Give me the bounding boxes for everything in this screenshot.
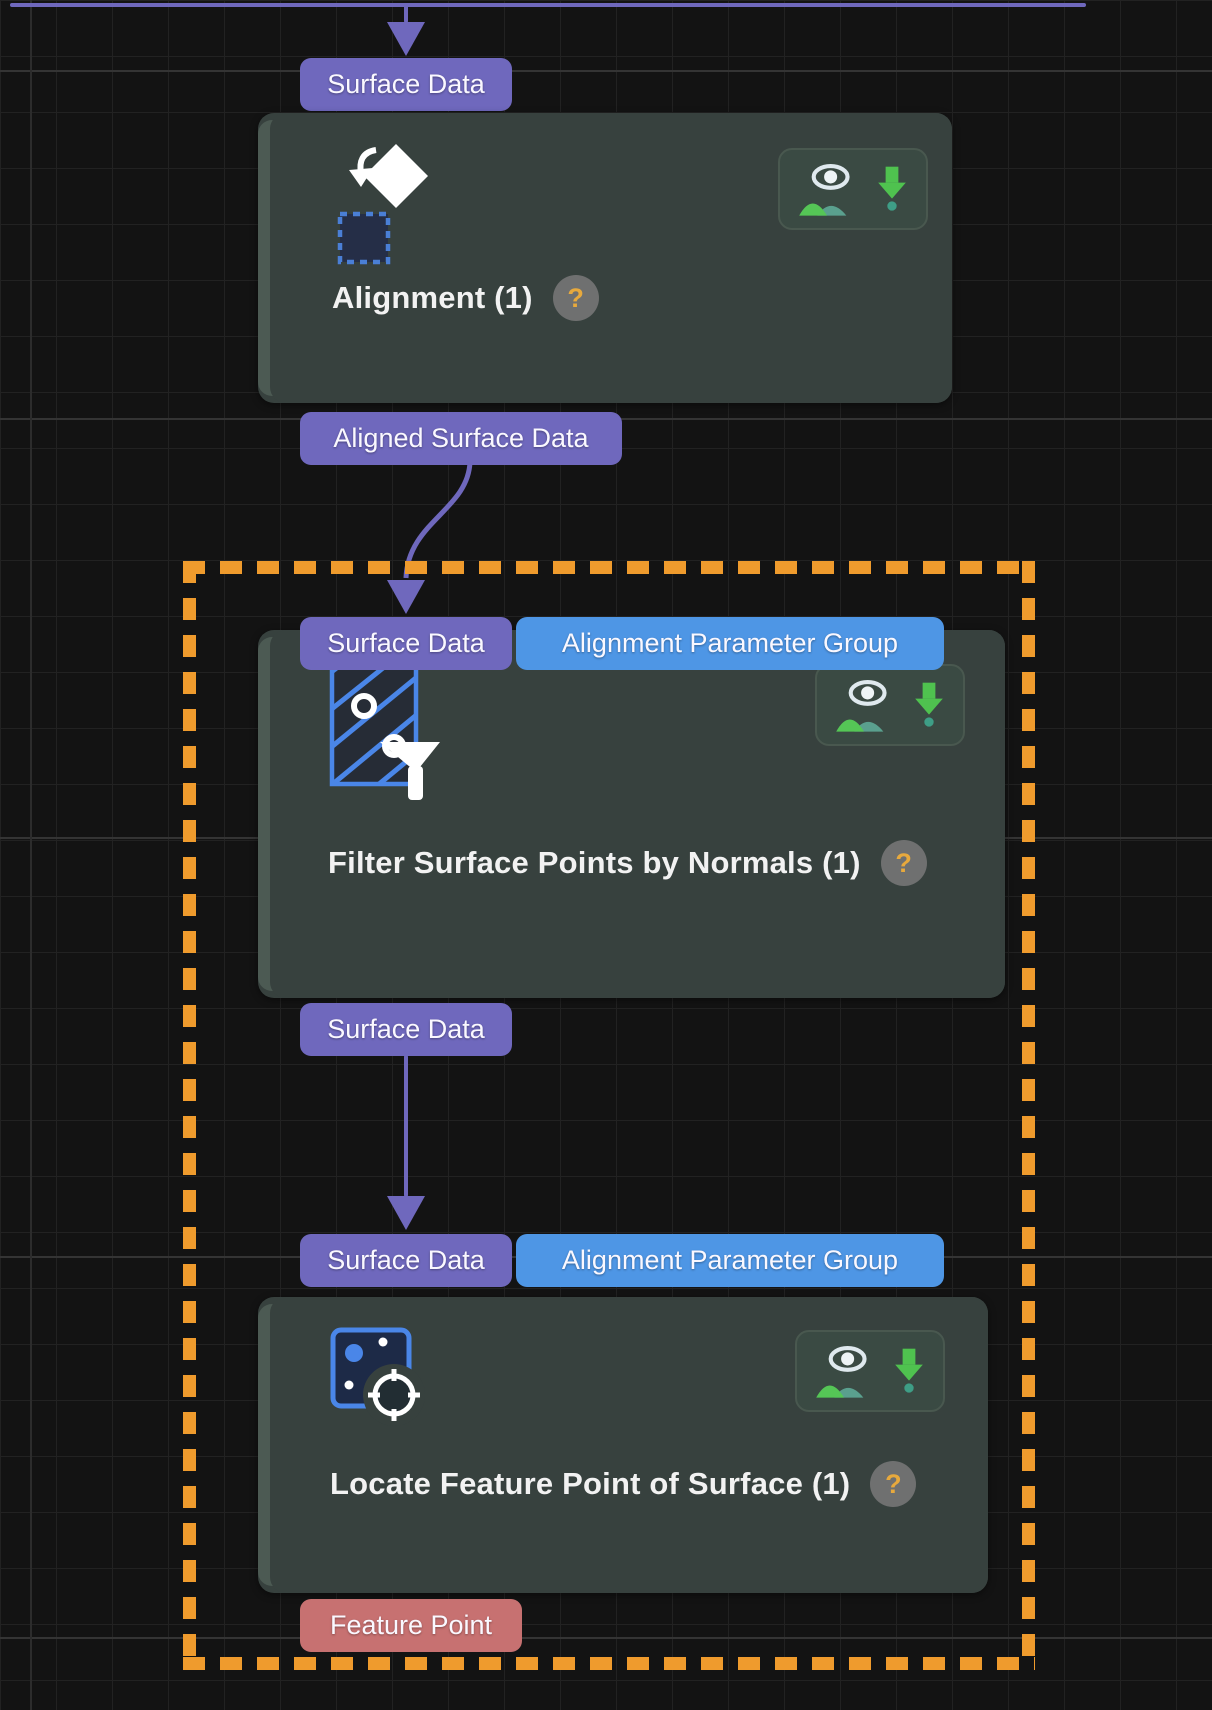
connector-arrowhead xyxy=(387,580,425,614)
output-port-aligned-surface-data[interactable]: Aligned Surface Data xyxy=(300,412,622,465)
port-label: Feature Point xyxy=(329,1610,493,1640)
image-preview-icon[interactable] xyxy=(798,159,856,219)
input-port-surface-data[interactable]: Surface Data xyxy=(300,58,512,111)
preview-controls[interactable] xyxy=(778,148,928,230)
port-label: Alignment Parameter Group xyxy=(561,1245,899,1275)
filter-surface-points-icon xyxy=(329,659,440,800)
connector-filter-to-locate[interactable] xyxy=(404,1055,408,1197)
locate-feature-point-icon xyxy=(330,1327,425,1426)
image-preview-icon[interactable] xyxy=(835,675,893,735)
port-label: Alignment Parameter Group xyxy=(561,628,899,658)
preview-controls[interactable] xyxy=(795,1330,945,1412)
port-label: Surface Data xyxy=(327,1014,485,1044)
output-port-surface-data[interactable]: Surface Data xyxy=(300,1003,512,1056)
connector-aligned-to-filter[interactable] xyxy=(0,0,1212,700)
connector-into-alignment[interactable] xyxy=(404,3,408,23)
selection-border-bottom xyxy=(183,1657,1035,1670)
port-label: Surface Data xyxy=(327,1245,485,1275)
connector-arrowhead xyxy=(387,22,425,56)
help-icon[interactable]: ? xyxy=(870,1461,917,1507)
gridline xyxy=(0,1637,1212,1639)
preview-controls[interactable] xyxy=(815,664,965,746)
connector-arrowhead xyxy=(387,1196,425,1230)
selection-border-right xyxy=(1022,561,1035,1670)
port-label: Surface Data xyxy=(327,69,485,99)
alignment-icon xyxy=(337,144,428,265)
port-label: Aligned Surface Data xyxy=(333,423,589,453)
port-label: Surface Data xyxy=(327,628,485,658)
node-alignment[interactable]: Alignment (1) ? xyxy=(258,113,952,403)
download-icon[interactable] xyxy=(875,159,909,219)
node-locate-feature-point[interactable]: Locate Feature Point of Surface (1) ? xyxy=(258,1297,988,1593)
download-icon[interactable] xyxy=(912,675,946,735)
input-port-alignment-parameter-group[interactable]: Alignment Parameter Group xyxy=(516,1234,944,1287)
gridline xyxy=(0,70,1212,72)
selection-border-top xyxy=(183,561,1035,574)
download-icon[interactable] xyxy=(892,1341,926,1401)
selection-border-left xyxy=(183,561,196,1670)
output-port-feature-point[interactable]: Feature Point xyxy=(300,1599,522,1652)
node-title: Filter Surface Points by Normals (1) xyxy=(328,845,861,880)
input-port-surface-data[interactable]: Surface Data xyxy=(300,1234,512,1287)
input-port-alignment-parameter-group[interactable]: Alignment Parameter Group xyxy=(516,617,944,670)
connector-top-edge[interactable] xyxy=(10,3,1086,7)
node-title: Locate Feature Point of Surface (1) xyxy=(330,1466,851,1501)
node-title: Alignment (1) xyxy=(332,280,533,315)
gridline xyxy=(30,0,32,1710)
node-filter-surface-points[interactable]: Filter Surface Points by Normals (1) ? xyxy=(258,630,1005,998)
input-port-surface-data[interactable]: Surface Data xyxy=(300,617,512,670)
image-preview-icon[interactable] xyxy=(815,1341,873,1401)
help-icon[interactable]: ? xyxy=(880,840,927,886)
help-icon[interactable]: ? xyxy=(552,275,599,321)
